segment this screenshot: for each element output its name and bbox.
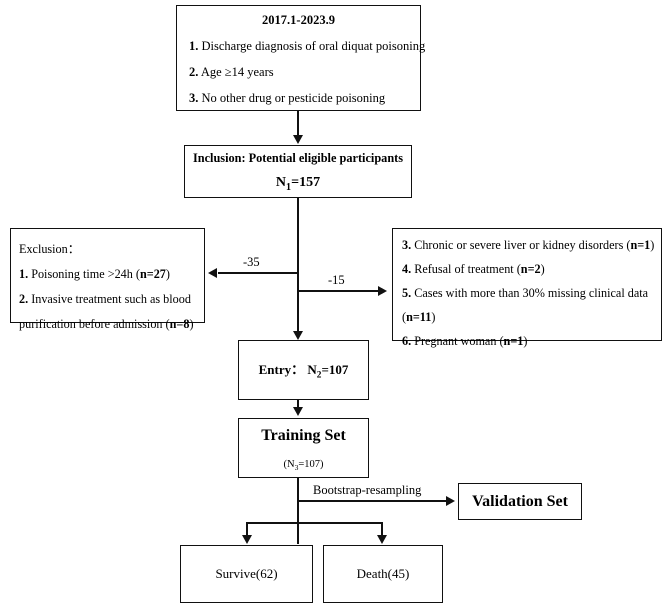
- exclusion-right-item-5-tail: ): [431, 310, 436, 324]
- exclusion-right-item-3-count: n=1: [630, 238, 651, 252]
- exclusion-right-item-3: 3. Chronic or severe liver or kidney dis…: [402, 238, 655, 253]
- exclusion-left-item-1-number: 1.: [19, 267, 29, 281]
- criteria-item-2-text: Age ≥14 years: [200, 65, 274, 79]
- arrow-exclusion-right: [378, 286, 387, 296]
- criteria-item-1-text: Discharge diagnosis of oral diquat poiso…: [201, 39, 426, 53]
- arrow-criteria-to-inclusion: [293, 135, 303, 144]
- exclusion-right-item-5-count: n=11: [406, 310, 432, 324]
- exclusion-left-item-1-tail: ): [165, 267, 170, 281]
- edge-label-bootstrap: Bootstrap-resampling: [313, 483, 422, 497]
- entry-label: Entry： N2=107: [258, 362, 349, 381]
- exclusion-right-item-4-count: n=2: [520, 262, 541, 276]
- exclusion-left-item-2-tail: ): [189, 317, 194, 331]
- exclusion-right-item-6: 6. Pregnant woman (n=1): [402, 334, 655, 349]
- criteria-item-1: 1. Discharge diagnosis of oral diquat po…: [177, 39, 425, 54]
- exclusion-right-item-4: 4. Refusal of treatment (n=2): [402, 262, 655, 277]
- exclusion-left-header: Exclusion：: [19, 242, 80, 256]
- exclusion-left-item-1: 1. Poisoning time >24h (n=27): [19, 267, 197, 282]
- arrow-entry-to-training: [293, 407, 303, 416]
- criteria-item-2: 2. Age ≥14 years: [177, 65, 420, 80]
- exclusion-left-item-1-count: n=27: [139, 267, 166, 281]
- training-set-box: Training Set (N3=107): [238, 418, 369, 478]
- exclusion-right-item-3-tail: ): [650, 238, 655, 252]
- arrow-to-survive: [242, 535, 252, 544]
- validation-set-title: Validation Set: [472, 492, 568, 510]
- exclusion-right-item-3-text: Chronic or severe liver or kidney disord…: [414, 238, 631, 252]
- inclusion-box: Inclusion: Potential eligible participan…: [184, 145, 412, 198]
- criteria-box: 2017.1-2023.9 1. Discharge diagnosis of …: [176, 5, 425, 111]
- arrow-inclusion-to-entry: [293, 331, 303, 340]
- exclusion-right-item-5-cont-text: (: [402, 310, 407, 324]
- criteria-item-1-number: 1.: [189, 39, 199, 53]
- training-set-count: (N3=107): [283, 459, 324, 473]
- entry-box: Entry： N2=107: [238, 340, 369, 400]
- training-set-title: Training Set: [261, 427, 346, 444]
- exclusion-left-item-2-number: 2.: [19, 292, 29, 306]
- arrow-to-death: [377, 535, 387, 544]
- connector-entry-to-training: [297, 400, 299, 409]
- connector-death-drop: [381, 522, 383, 537]
- exclusion-left-item-2-cont-text: purification before admission (: [19, 317, 170, 331]
- exclusion-right-item-4-number: 4.: [402, 262, 412, 276]
- connector-training-trunk: [297, 478, 299, 544]
- validation-set-box: Validation Set: [458, 483, 582, 520]
- criteria-item-3-text: No other drug or pesticide poisoning: [201, 91, 386, 105]
- inclusion-title: Inclusion: Potential eligible participan…: [192, 150, 404, 165]
- connector-criteria-to-inclusion: [297, 111, 299, 137]
- exclusion-right-item-6-count: n=1: [503, 334, 524, 348]
- exclusion-right-item-3-number: 3.: [402, 238, 412, 252]
- exclusion-right-box: 3. Chronic or severe liver or kidney dis…: [392, 228, 662, 348]
- connector-outcome-split: [246, 522, 382, 524]
- exclusion-right-item-5-number: 5.: [402, 286, 412, 300]
- exclusion-left-item-2-cont: purification before admission (n=8): [19, 317, 197, 332]
- exclusion-left-item-2-text: Invasive treatment such as blood: [31, 292, 191, 306]
- edge-label-exclusion-left: -35: [243, 255, 260, 269]
- connector-inclusion-trunk: [297, 198, 299, 336]
- exclusion-right-item-4-text: Refusal of treatment (: [414, 262, 521, 276]
- criteria-header: 2017.1-2023.9: [262, 13, 335, 27]
- criteria-item-3: 3. No other drug or pesticide poisoning: [177, 91, 420, 106]
- survive-box: Survive(62): [180, 545, 313, 603]
- connector-bootstrap: [297, 500, 447, 502]
- exclusion-right-item-5-text: Cases with more than 30% missing clinica…: [414, 286, 649, 300]
- exclusion-left-item-2-count: n=8: [169, 317, 190, 331]
- exclusion-right-item-6-text: Pregnant woman (: [414, 334, 504, 348]
- exclusion-right-item-6-number: 6.: [402, 334, 412, 348]
- edge-label-exclusion-right: -15: [328, 273, 345, 287]
- exclusion-right-item-5: 5. Cases with more than 30% missing clin…: [402, 286, 655, 301]
- criteria-item-2-number: 2.: [189, 65, 199, 79]
- exclusion-right-item-4-tail: ): [540, 262, 545, 276]
- exclusion-left-item-2: 2. Invasive treatment such as blood: [19, 292, 197, 307]
- exclusion-left-box: Exclusion： 1. Poisoning time >24h (n=27)…: [10, 228, 205, 331]
- exclusion-right-item-6-tail: ): [523, 334, 528, 348]
- exclusion-right-item-5-cont: (n=11): [402, 310, 655, 325]
- criteria-item-3-number: 3.: [189, 91, 199, 105]
- connector-survive-drop: [246, 522, 248, 537]
- inclusion-count: N1=157: [275, 174, 321, 193]
- arrow-exclusion-left: [208, 268, 217, 278]
- survive-label: Survive(62): [215, 566, 278, 581]
- arrow-bootstrap-to-validation: [446, 496, 455, 506]
- death-label: Death(45): [356, 566, 410, 581]
- exclusion-left-item-1-text: Poisoning time >24h (: [31, 267, 140, 281]
- connector-exclusion-right: [297, 290, 379, 292]
- death-box: Death(45): [323, 545, 443, 603]
- connector-exclusion-left: [218, 272, 298, 274]
